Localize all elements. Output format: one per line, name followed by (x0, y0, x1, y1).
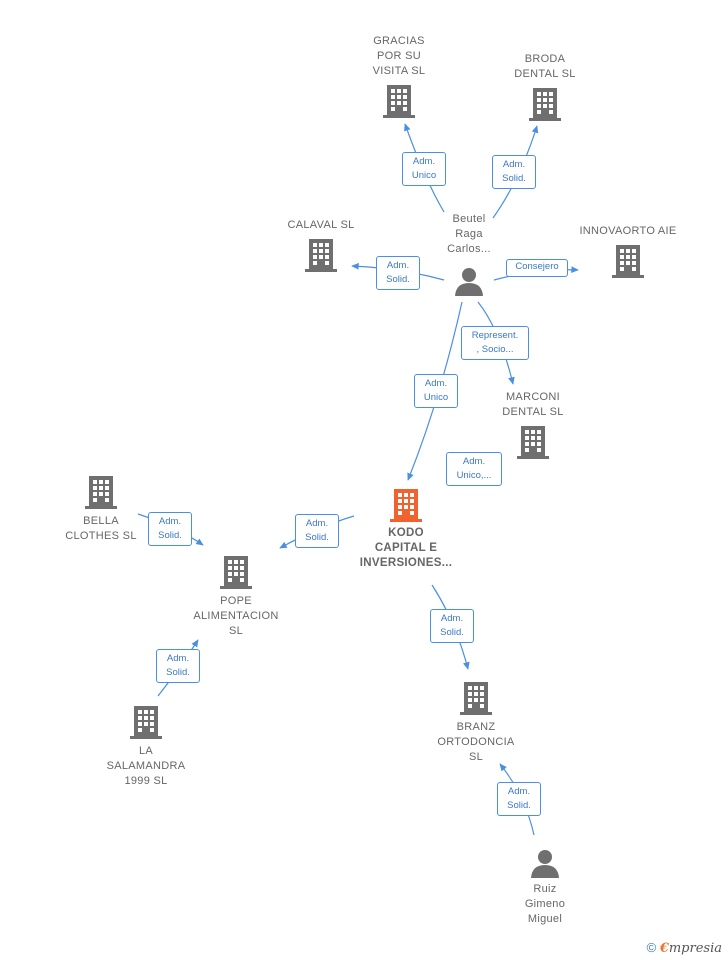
relation-badge-branz-ruiz[interactable]: Adm. Solid. (497, 782, 541, 816)
person-beutel-raga-carlos[interactable]: Beutel Raga Carlos... (430, 212, 508, 296)
company-gracias-por-su-visita[interactable]: GRACIAS POR SU VISITA SL (356, 34, 442, 119)
person-icon (455, 268, 483, 296)
company-la-salamandra-1999[interactable]: LA SALAMANDRA 1999 SL (96, 704, 196, 789)
relation-badge-marconi[interactable]: Represent. , Socio... (461, 326, 529, 360)
company-broda-dental[interactable]: BRODA DENTAL SL (500, 52, 590, 122)
building-icon (85, 476, 117, 509)
company-branz-ortodoncia[interactable]: BRANZ ORTODONCIA SL (428, 680, 524, 765)
person-name: Ruiz Gimeno Miguel (524, 883, 566, 925)
relation-badge-broda[interactable]: Adm. Solid. (492, 155, 536, 189)
company-name: BRANZ ORTODONCIA SL (437, 721, 515, 763)
company-kodo-capital-e-inversiones[interactable]: KODO CAPITAL E INVERSIONES... (348, 487, 464, 571)
building-icon (220, 556, 252, 589)
relation-badge-innovaorto[interactable]: Consejero (506, 259, 568, 277)
company-pope-alimentacion[interactable]: POPE ALIMENTACION SL (186, 554, 286, 639)
company-name: KODO CAPITAL E INVERSIONES... (359, 527, 453, 569)
building-icon (517, 426, 549, 459)
building-icon (130, 706, 162, 739)
person-icon (531, 850, 559, 878)
relation-badge-kodo-beutel[interactable]: Adm. Unico (414, 374, 458, 408)
company-name: POPE ALIMENTACION SL (193, 595, 279, 637)
company-name: GRACIAS POR SU VISITA SL (372, 35, 426, 77)
relation-badge-calaval[interactable]: Adm. Solid. (376, 256, 420, 290)
company-marconi-dental[interactable]: MARCONI DENTAL SL (490, 390, 576, 460)
relation-badge-branz-kodo[interactable]: Adm. Solid. (430, 609, 474, 643)
building-icon (305, 239, 337, 272)
company-name: MARCONI DENTAL SL (502, 391, 564, 418)
building-icon (460, 682, 492, 715)
company-name: BRODA DENTAL SL (514, 53, 576, 80)
relation-badge-pope-bella[interactable]: Adm. Solid. (148, 512, 192, 546)
empresia-logo[interactable]: €mpresia (659, 941, 722, 956)
copyright-icon: © (646, 940, 657, 955)
building-icon (390, 489, 422, 522)
building-icon (529, 88, 561, 121)
company-name: INNOVAORTO AIE (579, 225, 677, 237)
relation-badge-kodo-extra[interactable]: Adm. Unico,... (446, 452, 502, 486)
building-icon (612, 245, 644, 278)
company-name: BELLA CLOTHES SL (65, 515, 137, 542)
company-name: CALAVAL SL (287, 219, 355, 231)
person-name: Beutel Raga Carlos... (447, 213, 491, 255)
relation-badge-pope-kodo[interactable]: Adm. Solid. (295, 514, 339, 548)
building-icon (383, 85, 415, 118)
company-calaval[interactable]: CALAVAL SL (276, 218, 366, 273)
company-innovaorto-aie[interactable]: INNOVAORTO AIE (572, 224, 684, 279)
relation-badge-gracias[interactable]: Adm. Unico (402, 152, 446, 186)
footer-brand: © €mpresia (647, 940, 722, 956)
person-ruiz-gimeno-miguel[interactable]: Ruiz Gimeno Miguel (510, 848, 580, 927)
relation-badge-pope-salamandra[interactable]: Adm. Solid. (156, 649, 200, 683)
company-bella-clothes[interactable]: BELLA CLOTHES SL (56, 474, 146, 544)
company-name: LA SALAMANDRA 1999 SL (106, 745, 186, 787)
